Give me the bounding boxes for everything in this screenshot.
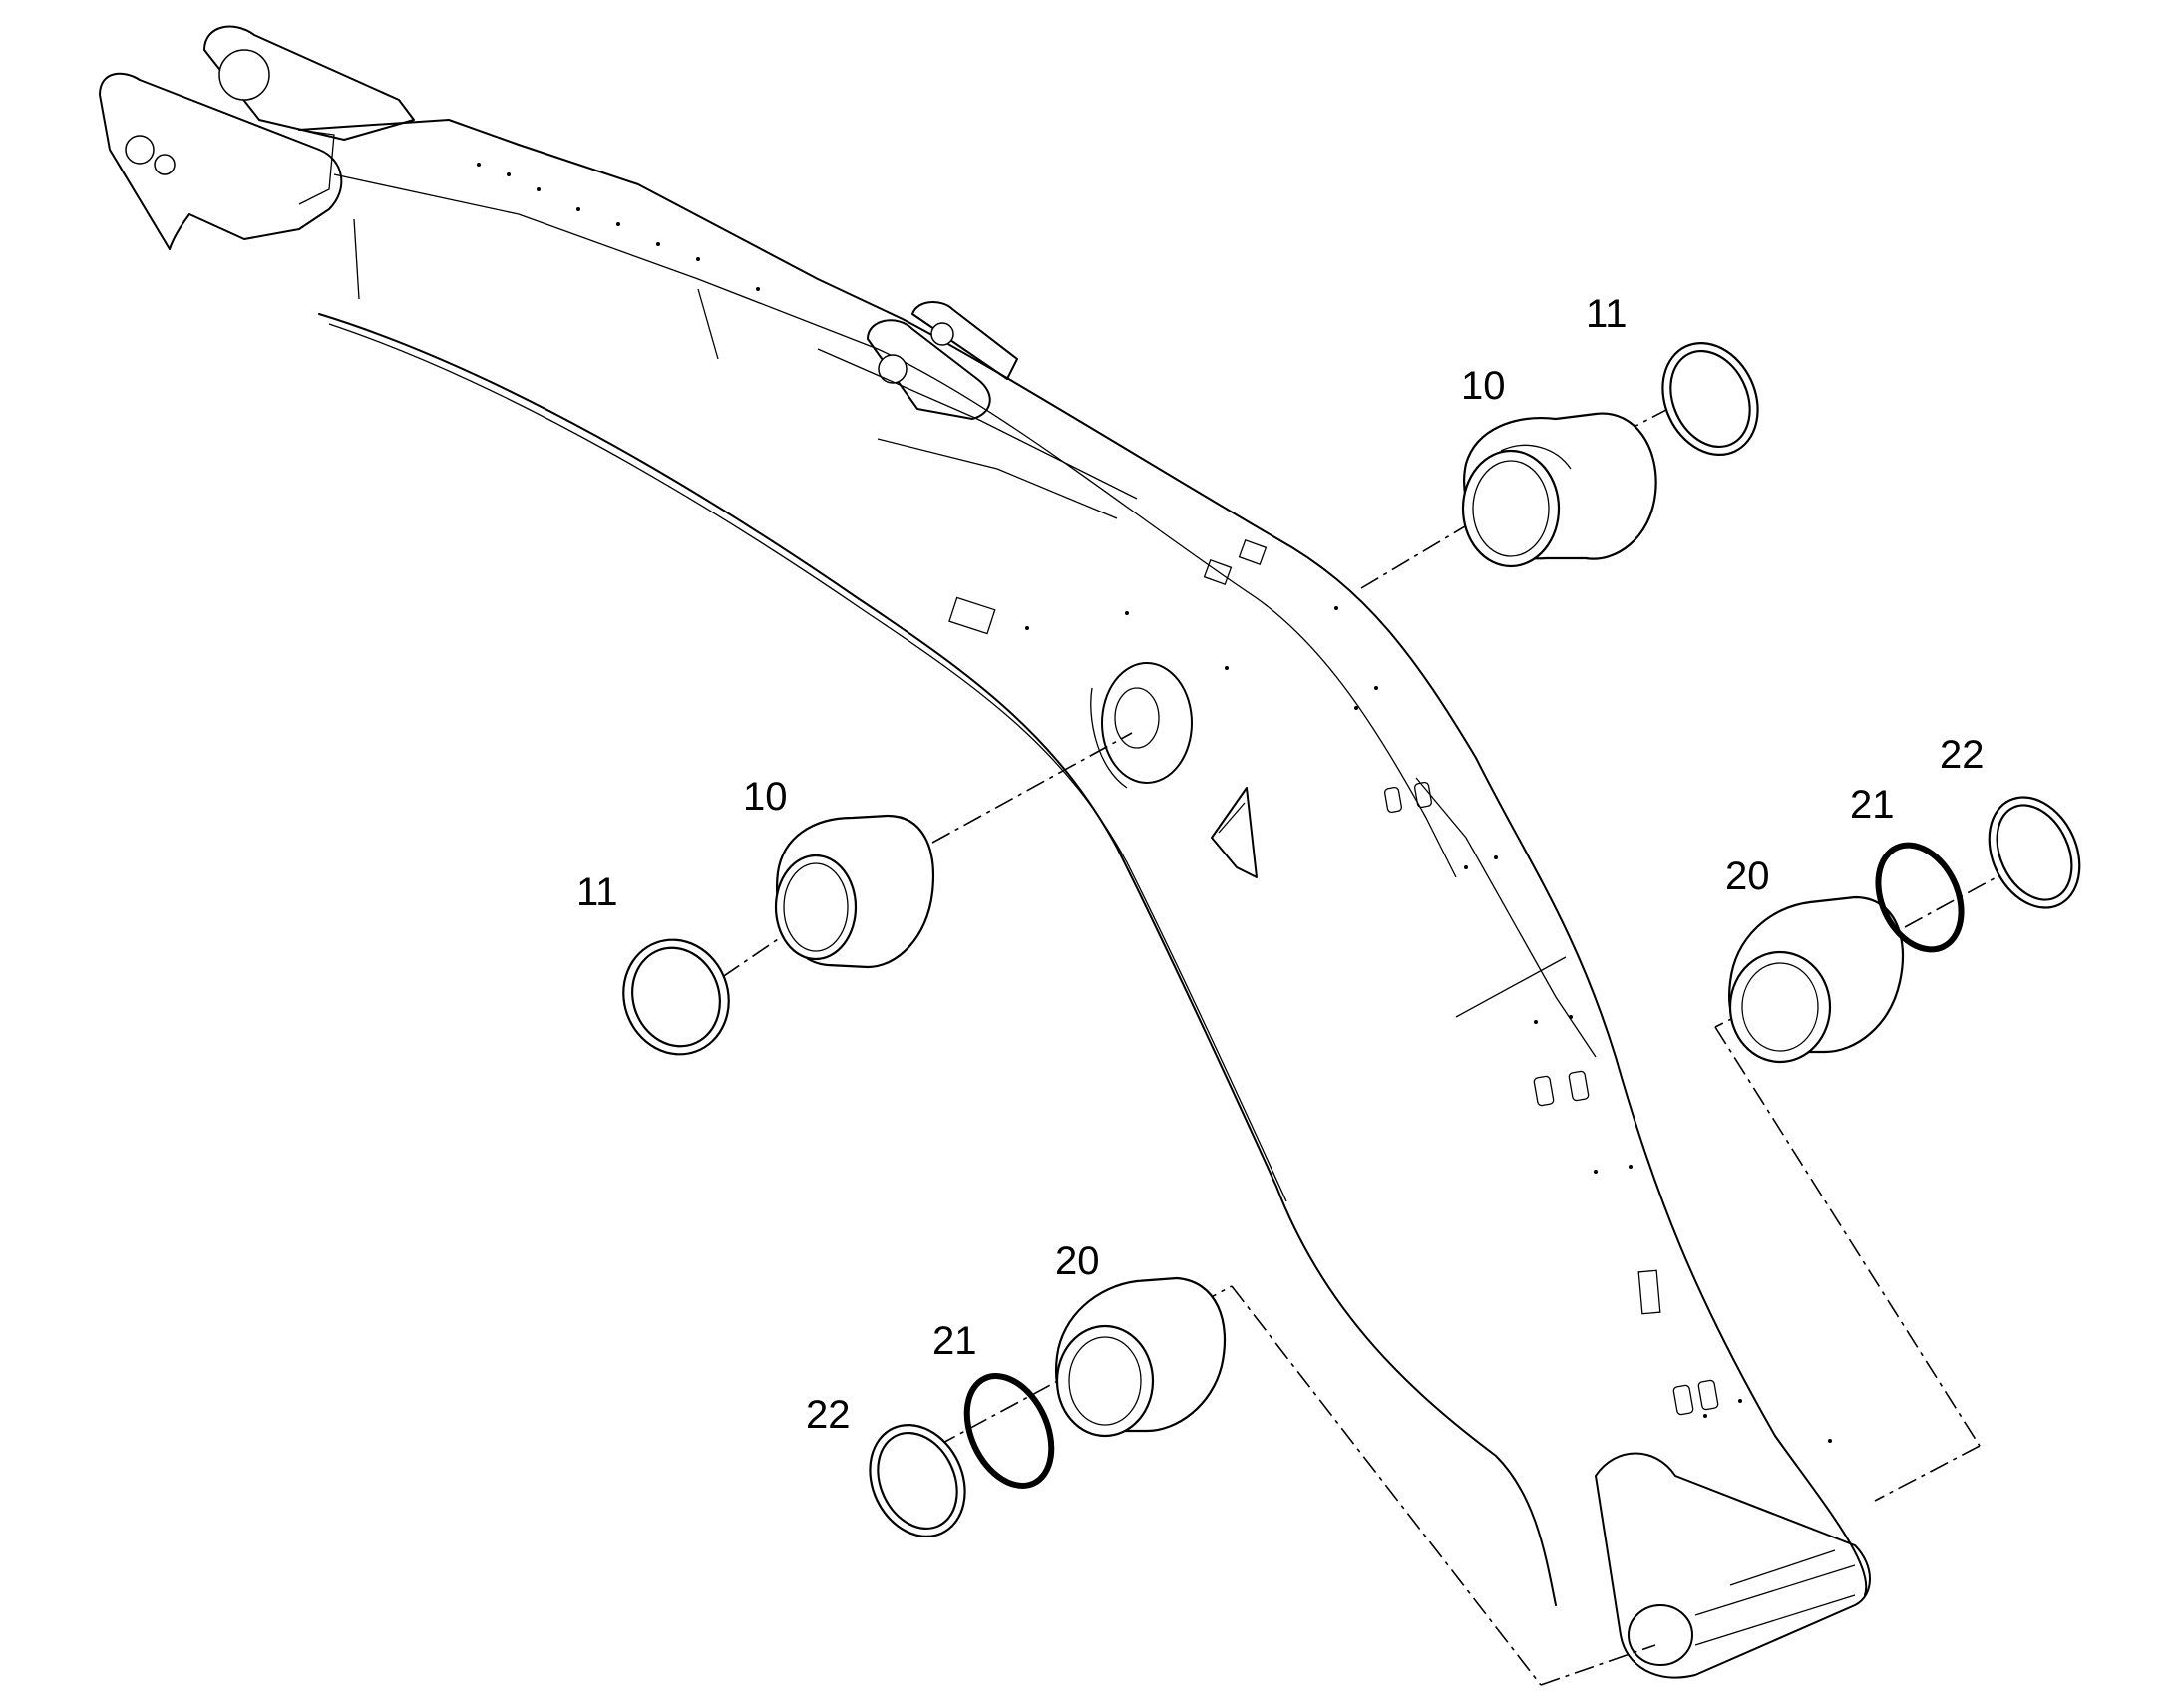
- ring-mid: [622, 938, 730, 1056]
- callout-bushing-lower: 20: [1055, 1239, 1100, 1283]
- callout-ring-lower: 22: [806, 1393, 851, 1437]
- ring-lower: [869, 1423, 966, 1538]
- rivet-dots: [477, 163, 1832, 1443]
- bushing-upper: [1461, 412, 1657, 568]
- seal-lower: [963, 1373, 1055, 1489]
- ring-right: [1988, 796, 2081, 909]
- callout-ring-upper: 11: [1586, 292, 1628, 336]
- callout-bushing-right: 20: [1725, 854, 1770, 898]
- bushing-right: [1728, 895, 1905, 1064]
- callout-bushing-mid: 10: [743, 775, 788, 819]
- seal-right: [1875, 842, 1965, 953]
- bushing-mid: [774, 814, 934, 969]
- callout-bushing-upper: 10: [1461, 364, 1506, 408]
- callout-ring-right: 22: [1940, 733, 1985, 777]
- ring-upper: [1661, 341, 1759, 457]
- bushing-lower: [1055, 1276, 1227, 1438]
- boom-structure: [99, 25, 1871, 1679]
- callout-seal-right: 21: [1850, 783, 1895, 827]
- callout-ring-mid: 11: [576, 870, 618, 914]
- callout-seal-lower: 21: [932, 1319, 977, 1363]
